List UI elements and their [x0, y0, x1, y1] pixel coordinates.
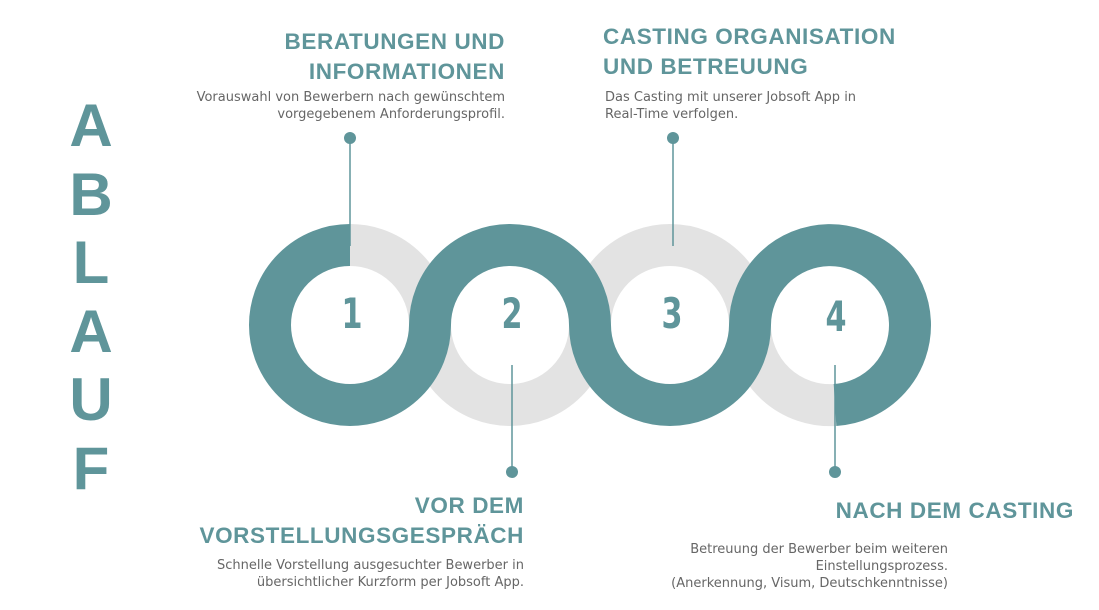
- connector-dot-3: [667, 132, 679, 144]
- step-1-heading: BERATUNGEN UND INFORMATIONEN: [285, 27, 505, 87]
- title-letter: L: [72, 229, 110, 296]
- step-1-description: Vorauswahl von Bewerbern nach gewünschte…: [197, 89, 505, 123]
- title-letter: A: [69, 92, 113, 159]
- step-2-heading-line: VOR DEM: [414, 493, 524, 518]
- ring-3-teal: [569, 324, 771, 426]
- step-number-2: 2: [501, 289, 522, 338]
- title-letter: B: [69, 160, 113, 228]
- title-letter: A: [69, 297, 113, 365]
- step-4-heading-line: NACH DEM CASTING: [835, 498, 1074, 523]
- connector-dot-2: [506, 466, 518, 478]
- title-letter: U: [69, 366, 113, 433]
- step-3-heading: CASTING ORGANISATION UND BETREUUNG: [603, 22, 896, 82]
- title-letter: F: [72, 434, 110, 502]
- step-1-heading-line: INFORMATIONEN: [308, 59, 505, 84]
- step-1-heading-line: BERATUNGEN UND: [284, 29, 505, 54]
- step-2-description-line: übersichtlicher Kurzform per Jobsoft App…: [256, 575, 524, 590]
- step-3-description: Das Casting mit unserer Jobsoft App in R…: [605, 89, 856, 123]
- vertical-title: A B L A U F: [54, 92, 128, 503]
- step-1-description-line: vorgegebenem Anforderungsprofil.: [277, 107, 505, 122]
- step-3-heading-line: UND BETREUUNG: [603, 54, 809, 79]
- step-number-1: 1: [341, 289, 362, 338]
- step-4-description: Betreuung der Bewerber beim weiteren Ein…: [671, 541, 948, 592]
- ring-1-teal: [249, 224, 451, 426]
- step-3-description-line: Das Casting mit unserer Jobsoft App in: [605, 90, 857, 105]
- step-2-description-line: Schnelle Vorstellung ausgesuchter Bewerb…: [216, 558, 524, 573]
- step-2-heading: VOR DEM VORSTELLUNGSGESPRÄCH: [199, 491, 524, 551]
- step-number-4: 4: [825, 292, 846, 341]
- ring-2-teal: [409, 224, 611, 326]
- ring-4-teal: [729, 224, 931, 426]
- step-4-description-line: Betreuung der Bewerber beim weiteren: [690, 542, 948, 557]
- step-4-description-line: (Anerkennung, Visum, Deutschkenntnisse): [671, 576, 948, 591]
- step-4-heading: NACH DEM CASTING: [836, 496, 1074, 526]
- step-4-description-line: Einstellungsprozess.: [815, 559, 948, 574]
- connector-dot-4: [829, 466, 841, 478]
- step-number-3: 3: [661, 289, 682, 338]
- connector-dot-1: [344, 132, 356, 144]
- step-2-heading-line: VORSTELLUNGSGESPRÄCH: [199, 523, 524, 548]
- step-3-description-line: Real-Time verfolgen.: [605, 107, 739, 122]
- step-3-heading-line: CASTING ORGANISATION: [603, 24, 896, 49]
- step-1-description-line: Vorauswahl von Bewerbern nach gewünschte…: [196, 90, 505, 105]
- step-2-description: Schnelle Vorstellung ausgesuchter Bewerb…: [217, 557, 524, 591]
